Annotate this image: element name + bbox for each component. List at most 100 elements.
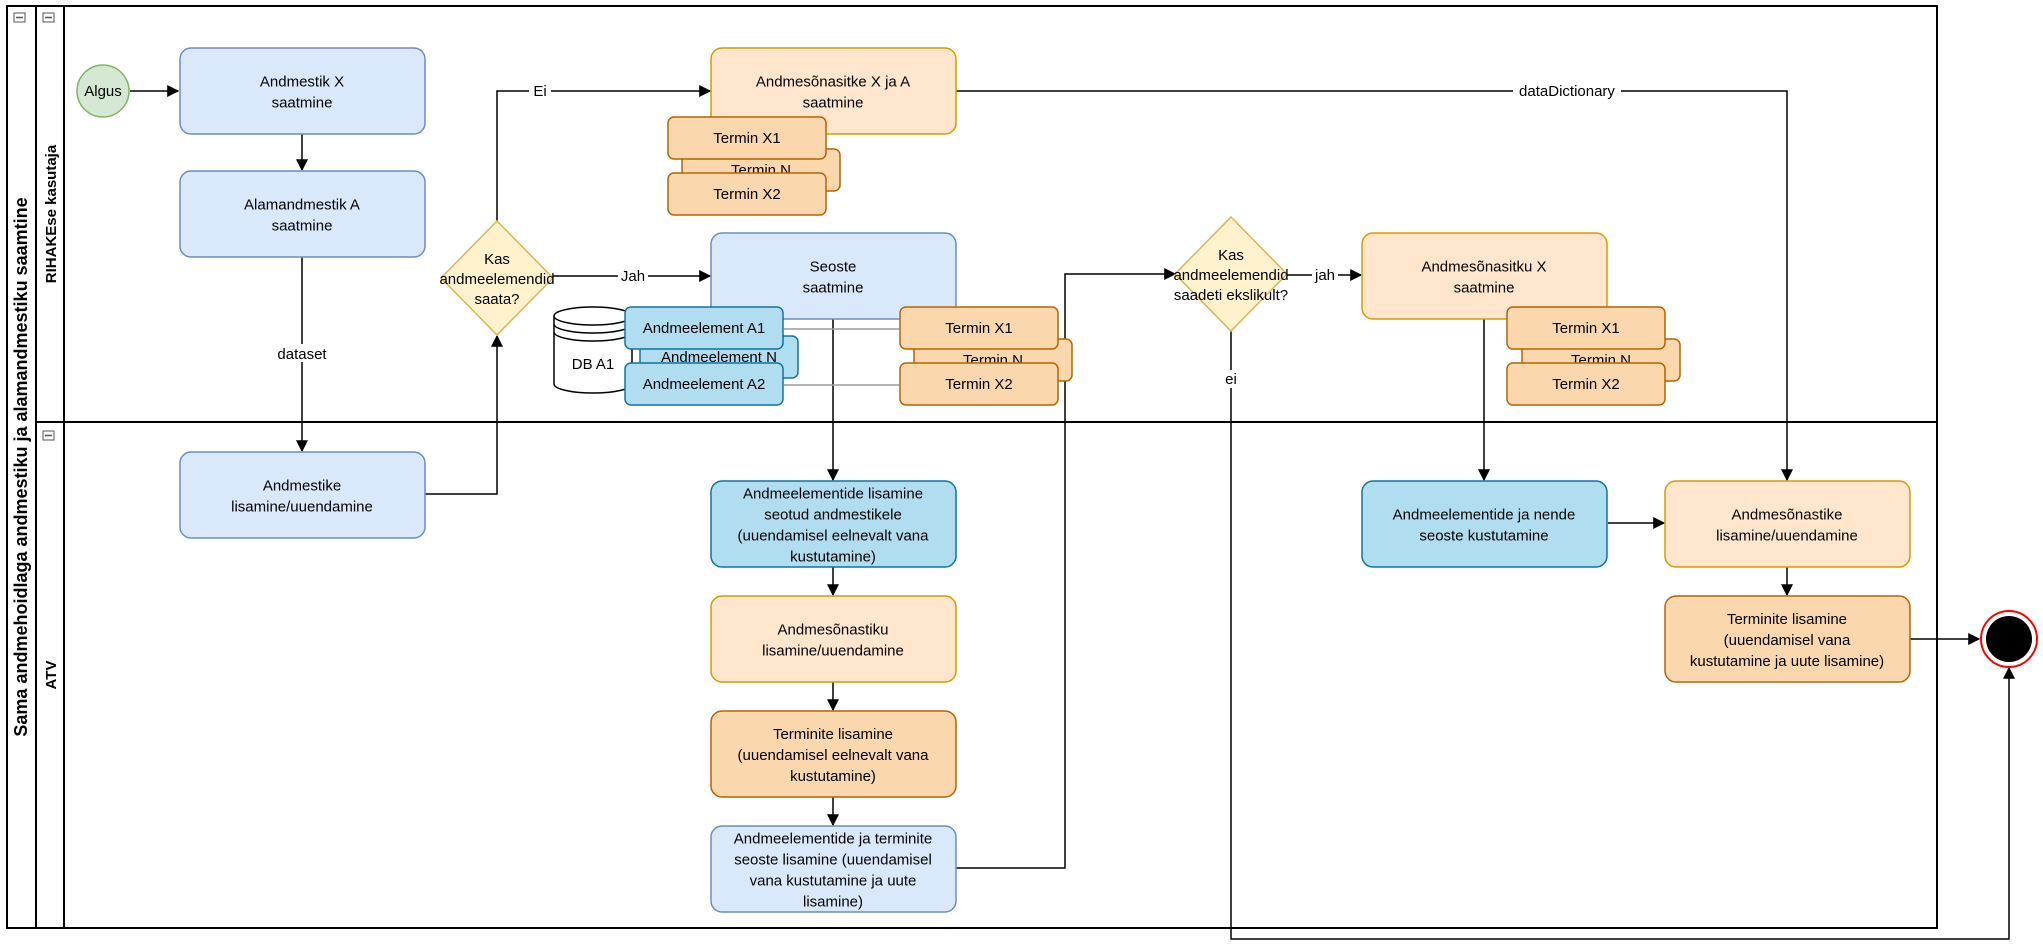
- gateway-saadeti-ekslikult-label: Kas andmeelemendid saadeti ekslikult?: [1173, 247, 1288, 304]
- end-event[interactable]: [1980, 610, 2038, 668]
- task-sonastik-xa-saatmine-label: Andmesõnasitke X ja A saatmine: [756, 74, 910, 112]
- element-label: Andmeelement A1: [643, 320, 766, 337]
- label-line: (uuendamisel eelnevalt vana: [738, 747, 930, 764]
- task-sonastik-xa-saatmine[interactable]: Andmesõnasitke X ja A saatmine: [710, 47, 957, 135]
- label-line: Alamandmestik A: [244, 197, 360, 214]
- label-line: Andmeelementide ja nende: [1393, 507, 1576, 524]
- element-label: Andmeelement A2: [643, 376, 766, 393]
- label-line: lisamine/uuendamine: [1716, 528, 1858, 545]
- label-line: andmeelemendid: [1173, 267, 1288, 284]
- pool-title: Sama andmehoidlaga andmestiku ja alamand…: [11, 197, 31, 736]
- label-line: Kas: [1218, 247, 1244, 264]
- label-line: Seoste: [810, 259, 857, 276]
- task-andmesonastiku-x-saatmine[interactable]: Andmesõnasitku X saatmine: [1361, 232, 1608, 320]
- label-line: saatmine: [1454, 280, 1515, 297]
- lane-label-user: RIHAKEse kasutaja: [43, 144, 60, 283]
- pool-collapse-icon[interactable]: [13, 12, 26, 23]
- label-line: lisamine): [803, 894, 863, 911]
- task-andmestik-x-saatmine-label: Andmestik X saatmine: [260, 74, 344, 112]
- task-andmeelementide-kustutamine[interactable]: Andmeelementide ja nende seoste kustutami…: [1361, 480, 1608, 568]
- task-terminite-lisamine-1-label: Terminite lisamine(uuendamisel eelnevalt…: [738, 726, 930, 785]
- term-card[interactable]: Termin X1: [667, 116, 827, 160]
- edge-label-jah-2: jah: [1314, 267, 1335, 284]
- lane-collapse-icon-user[interactable]: [42, 12, 55, 23]
- gateway-andmeelemendid-saata[interactable]: Kas andmeelemendid saata?: [439, 219, 555, 337]
- lane-collapse-icon-atv[interactable]: [42, 430, 55, 441]
- label-line: (uuendamisel eelnevalt vana: [738, 528, 930, 545]
- datastore-label: DB A1: [572, 356, 615, 373]
- label-line: andmeelemendid: [439, 271, 554, 288]
- task-andmeelementide-kustutamine-label: Andmeelementide ja nende seoste kustutami…: [1393, 507, 1576, 545]
- label-line: saatmine: [803, 95, 864, 112]
- label-line: kustutamine): [790, 549, 876, 566]
- task-andmesonastike-lisamine[interactable]: Andmesõnastike lisamine/uuendamine: [1664, 480, 1911, 568]
- start-event-label: Algus: [84, 83, 122, 100]
- label-line: Andmesõnastike: [1732, 507, 1843, 524]
- edge-label-ei-upper: Ei: [533, 83, 546, 100]
- term-card[interactable]: Termin X1: [1506, 306, 1666, 350]
- edge-gateway-ei: [496, 85, 712, 221]
- label-line: Andmeelementide lisamine: [743, 486, 923, 503]
- edge-lisamine-to-gateway: [425, 334, 503, 495]
- term-stack-c: Termin N Termin X1 Termin X2: [1506, 306, 1681, 406]
- task-terminite-lisamine-2-label: Terminite lisamine (uuendamisel vana kustu…: [1690, 611, 1884, 670]
- task-andmesonastiku-x-saatmine-label: Andmesõnasitku X saatmine: [1421, 259, 1546, 297]
- label-line: Terminite lisamine: [1727, 611, 1847, 628]
- term-label: Termin X1: [713, 130, 781, 147]
- gateway-saadeti-ekslikult[interactable]: Kas andmeelemendid saadeti ekslikult?: [1173, 215, 1289, 333]
- datastore-db-a1[interactable]: DB A1: [553, 306, 633, 394]
- task-seoste-lisamine[interactable]: Andmeelementide ja terminite seoste lisam…: [710, 825, 957, 913]
- term-card[interactable]: Termin X1: [899, 306, 1059, 350]
- label-line: Andmesõnasitku X: [1421, 259, 1546, 276]
- edge-label-ei-lower: ei: [1225, 371, 1237, 388]
- label-line: Andmesõnasitke X ja A: [756, 74, 910, 91]
- task-andmeelementide-lisamine-label: Andmeelementide lisamine seotud andmestik…: [738, 486, 930, 566]
- task-terminite-lisamine-1[interactable]: Terminite lisamine(uuendamisel eelnevalt…: [710, 710, 957, 798]
- edge-label-dataset: dataset: [277, 346, 327, 363]
- start-event[interactable]: Algus: [76, 64, 130, 118]
- edge-label-jah-1: Jah: [621, 268, 645, 285]
- edge-seosed-to-gateway2: [956, 268, 1177, 869]
- label-line: lisamine/uuendamine: [231, 499, 373, 516]
- label-line: kustutamine ja uute lisamine): [1690, 653, 1884, 670]
- task-alamandmestik-saatmine[interactable]: Alamandmestik A saatmine: [179, 170, 426, 258]
- label-line: saata?: [474, 291, 519, 308]
- term-card[interactable]: Termin X2: [899, 362, 1059, 406]
- element-card[interactable]: Andmeelement A2: [624, 362, 784, 406]
- task-andmeelementide-lisamine[interactable]: Andmeelementide lisamine seotud andmestik…: [710, 480, 957, 568]
- label-line: saatmine: [803, 280, 864, 297]
- label-line: Andmestik X: [260, 74, 344, 91]
- edge-label-datadictionary: dataDictionary: [1519, 83, 1615, 100]
- label-line: seoste lisamine (uuendamisel: [734, 852, 932, 869]
- element-card[interactable]: Andmeelement A1: [624, 306, 784, 350]
- label-line: Andmeelementide ja terminite: [734, 831, 932, 848]
- label-line: kustutamine): [790, 768, 876, 785]
- term-label: Termin X2: [945, 376, 1013, 393]
- label-line: saadeti ekslikult?: [1174, 287, 1288, 304]
- label-line: (uuendamisel vana: [1724, 632, 1851, 649]
- element-stack: Andmeelement N Andmeelement A1 Andmeelem…: [624, 306, 799, 406]
- label-line: seoste kustutamine: [1419, 528, 1548, 545]
- label-line: Kas: [484, 251, 510, 268]
- term-card[interactable]: Termin X2: [667, 172, 827, 216]
- term-label: Termin X2: [713, 186, 781, 203]
- term-label: Termin X1: [945, 320, 1013, 337]
- term-card[interactable]: Termin X2: [1506, 362, 1666, 406]
- task-seoste-saatmine[interactable]: Seoste saatmine: [710, 232, 957, 320]
- term-stack-b: Termin N Termin X1 Termin X2: [899, 306, 1073, 406]
- task-andmestik-x-saatmine[interactable]: Andmestik X saatmine: [179, 47, 426, 135]
- associations: [784, 328, 899, 386]
- label-line: saatmine: [272, 95, 333, 112]
- task-terminite-lisamine-2[interactable]: Terminite lisamine (uuendamisel vana kustu…: [1664, 595, 1911, 683]
- gateway-andmeelemendid-saata-label: Kas andmeelemendid saata?: [439, 251, 554, 308]
- label-line: seotud andmestikele: [764, 507, 902, 524]
- term-stack-a: Termin N Termin X1 Termin X2: [667, 116, 841, 216]
- lane-label-atv: ATV: [43, 661, 60, 690]
- term-label: Termin X2: [1552, 376, 1620, 393]
- label-line: lisamine/uuendamine: [762, 643, 904, 660]
- term-label: Termin X1: [1552, 320, 1620, 337]
- label-line: saatmine: [272, 218, 333, 235]
